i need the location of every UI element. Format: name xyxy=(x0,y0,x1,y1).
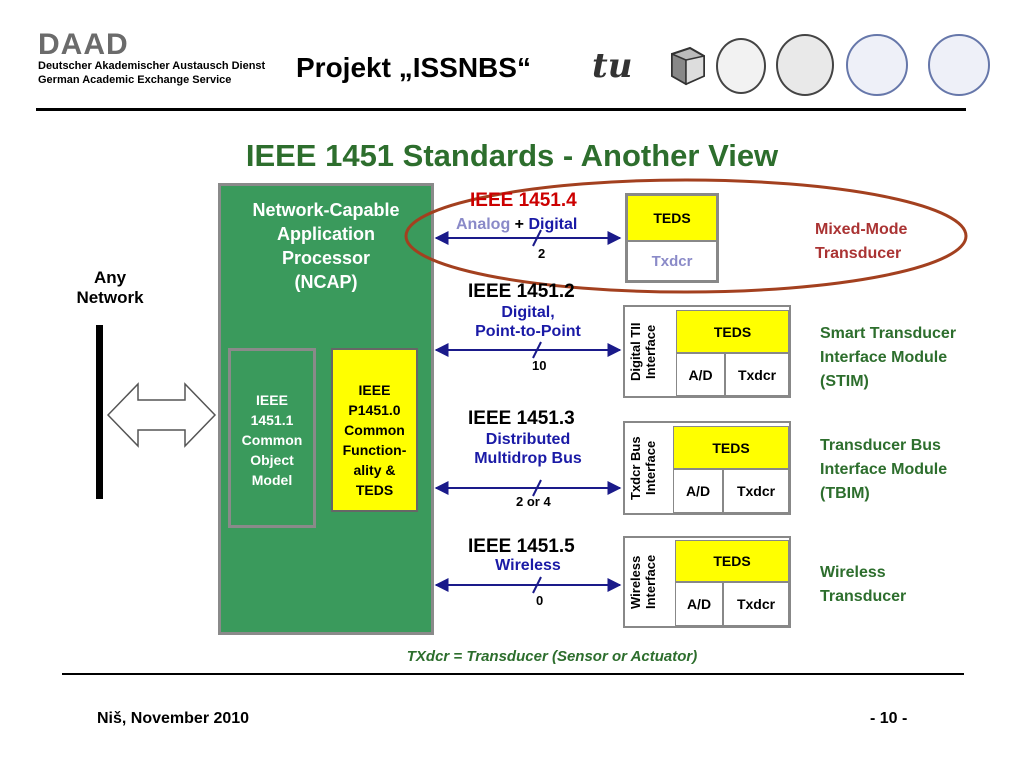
std-1451-3-count: 2 or 4 xyxy=(516,494,551,509)
tu-logo-icon: tu xyxy=(592,46,633,86)
university-nis-seal-icon xyxy=(776,34,834,96)
std-1451-4-sub: Analog + Digital xyxy=(456,216,578,233)
wireless-teds: TEDS xyxy=(675,540,789,582)
university-seal-2-icon xyxy=(928,34,990,96)
project-title: Projekt „ISSNBS“ xyxy=(296,52,531,83)
network-double-arrow xyxy=(106,382,217,448)
footer-place-date: Niš, November 2010 xyxy=(97,710,250,727)
mixed-mode-highlight xyxy=(404,178,968,294)
object-model-box xyxy=(228,348,316,528)
std-1451-2-sub: Digital,Point-to-Point xyxy=(475,304,581,340)
std-1451-2: IEEE 1451.2 xyxy=(468,281,575,302)
std-1451-5-count: 0 xyxy=(536,593,544,608)
slide-title: IEEE 1451 Standards - Another View xyxy=(245,138,779,173)
stim-ad: A/D xyxy=(676,353,725,396)
university-seal-icon xyxy=(716,38,766,94)
std-1451-2-count: 10 xyxy=(532,358,547,373)
mixed-teds: TEDS xyxy=(627,195,717,241)
network-bus xyxy=(96,325,103,499)
org-name-english: German Academic Exchange Service xyxy=(38,74,232,86)
std-1451-4-count: 2 xyxy=(538,246,546,261)
tbim-teds: TEDS xyxy=(673,426,789,469)
footnote: TXdcr = Transducer (Sensor or Actuator) xyxy=(406,648,698,665)
university-banjaluka-seal-icon xyxy=(846,34,908,96)
daad-logo: DAAD xyxy=(38,28,129,61)
footer-divider xyxy=(62,673,964,675)
common-functionality-box xyxy=(331,348,418,512)
cube-logo-icon xyxy=(671,46,705,86)
tbim-txdcr: Txdcr xyxy=(723,469,789,513)
std-1451-5-sub: Wireless xyxy=(495,557,561,574)
page-number: - 10 - xyxy=(870,710,908,727)
stim-txdcr: Txdcr xyxy=(725,353,789,396)
header-divider xyxy=(36,108,966,111)
org-name-german: Deutscher Akademischer Austausch Dienst xyxy=(38,60,266,72)
wireless-txdcr: Txdcr xyxy=(723,582,789,626)
wireless-ad: A/D xyxy=(675,582,723,626)
stim-teds: TEDS xyxy=(676,310,789,353)
std-1451-5: IEEE 1451.5 xyxy=(468,536,575,557)
std-1451-4: IEEE 1451.4 xyxy=(470,190,577,211)
mixed-txdcr: Txdcr xyxy=(627,241,717,281)
std-1451-3: IEEE 1451.3 xyxy=(468,408,575,429)
tbim-ad: A/D xyxy=(673,469,723,513)
